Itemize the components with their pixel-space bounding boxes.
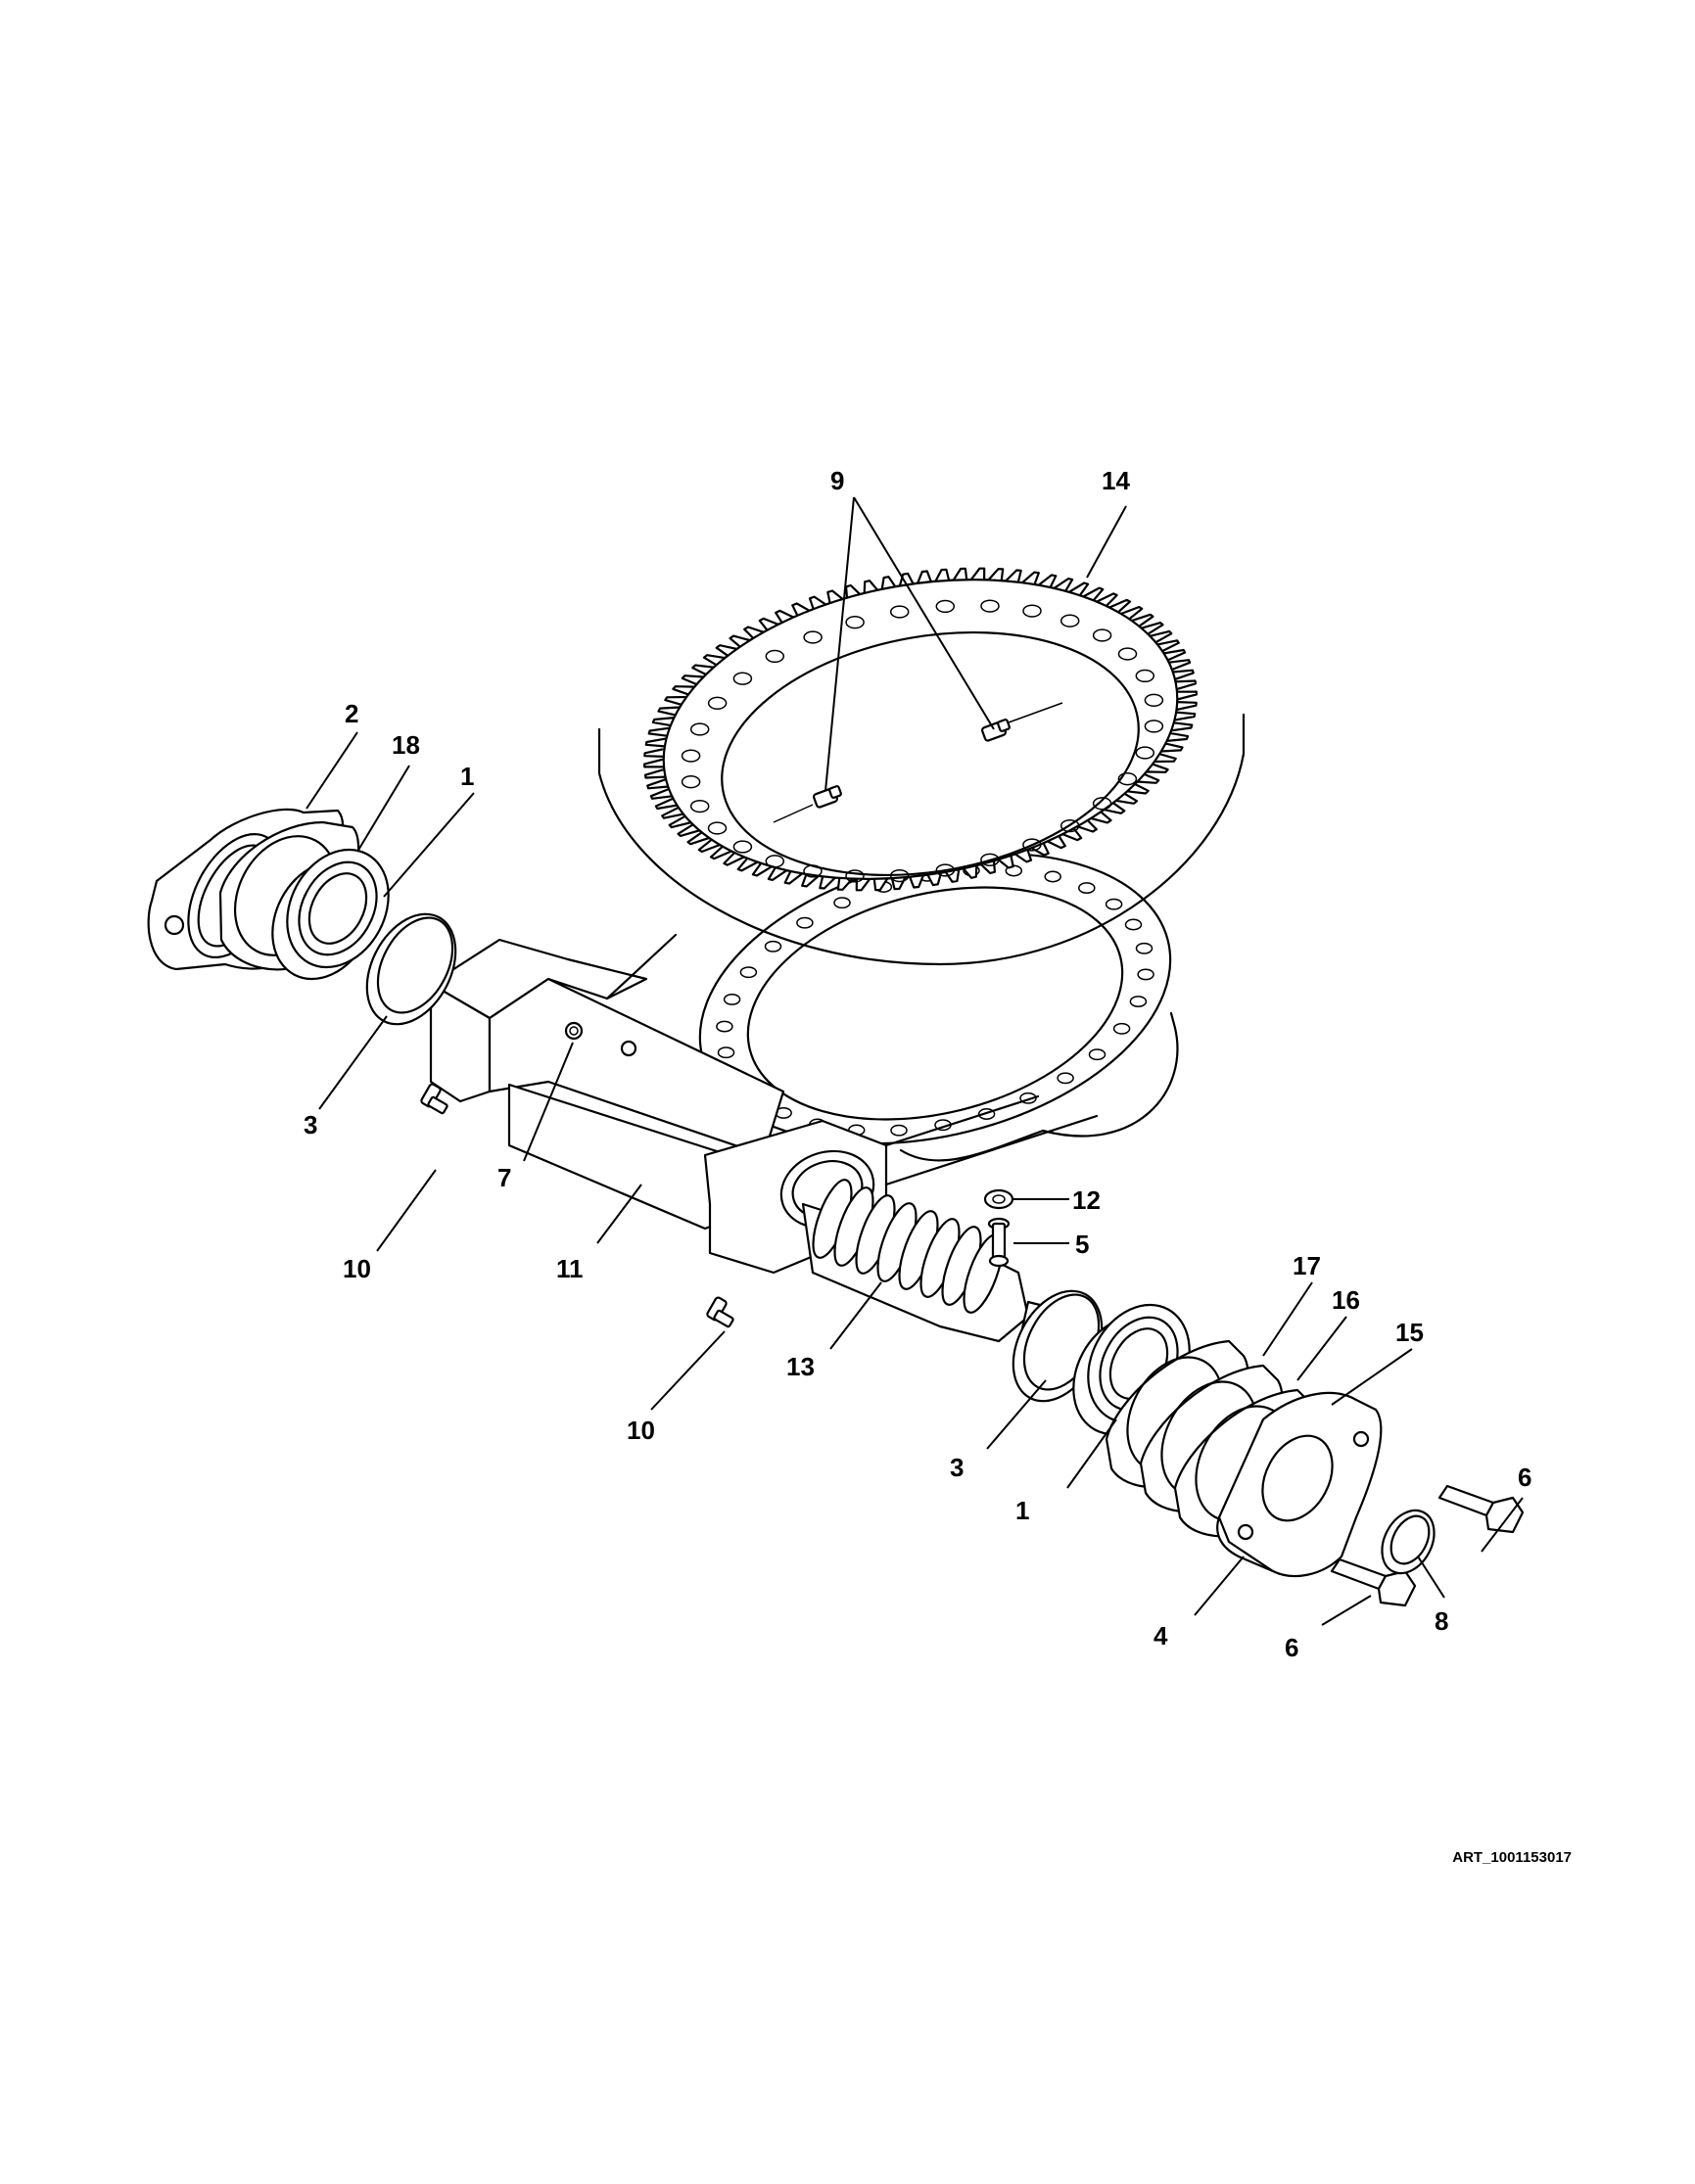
bolt-hole: [1117, 772, 1138, 786]
callout-16: 16: [1332, 1285, 1360, 1315]
bolt-hole: [1124, 918, 1143, 931]
grease-nipple-internal: [981, 702, 1063, 742]
bolt-hole: [890, 1124, 908, 1137]
bolt-hole: [980, 853, 1000, 866]
bolt-hole: [765, 855, 785, 868]
callout-3: 3: [304, 1110, 317, 1139]
bolt-hole: [1135, 942, 1154, 954]
bolt-hole: [889, 868, 910, 883]
bolt-hole: [716, 1020, 733, 1033]
bolt-hole: [739, 966, 758, 979]
bolt-hole: [803, 864, 823, 878]
bolt-hole: [1078, 882, 1096, 895]
leader-lines: [306, 496, 1524, 1626]
callout-17: 17: [1293, 1251, 1321, 1280]
bolt-hole: [1129, 996, 1148, 1008]
bolt-hole: [1059, 614, 1080, 627]
washer: [983, 1188, 1014, 1210]
bolt-hole: [732, 840, 753, 854]
bolt-hole: [796, 916, 814, 929]
bolt-hole: [1117, 647, 1138, 661]
bolt-hole: [1092, 628, 1112, 642]
bolt-hole: [1135, 669, 1155, 683]
callout-6: 6: [1518, 1463, 1531, 1492]
bolt-hole: [980, 599, 1000, 613]
bolt-hole: [1112, 1022, 1131, 1035]
callout-6: 6: [1285, 1633, 1298, 1662]
callout-8: 8: [1435, 1606, 1448, 1636]
callout-15: 15: [1395, 1318, 1424, 1347]
callout-2: 2: [345, 699, 358, 728]
callout-3: 3: [950, 1453, 964, 1482]
bolt-hole: [717, 1046, 735, 1059]
bolt-hole: [1105, 898, 1123, 910]
grease-fitting: [706, 1296, 734, 1328]
slew-bearing-lower-ring: [698, 852, 1179, 1162]
plug: [1381, 1509, 1436, 1575]
bolt-hole: [1059, 818, 1080, 833]
bolt-hole: [845, 616, 865, 629]
bolt-hole: [681, 775, 701, 789]
plug: [564, 1021, 584, 1041]
callout-18: 18: [392, 730, 420, 760]
grease-nipple-internal: [773, 785, 842, 823]
ring-gear: [597, 567, 1246, 966]
callout-13: 13: [786, 1352, 815, 1381]
callout-5: 5: [1075, 1230, 1089, 1259]
callout-11: 11: [556, 1254, 584, 1283]
bolt-hole: [935, 599, 956, 614]
bolt: [1437, 1484, 1525, 1534]
bolt-hole: [681, 749, 701, 763]
plug: [620, 1040, 637, 1057]
bolt-hole: [689, 722, 710, 736]
callout-10: 10: [343, 1254, 371, 1283]
callout-12: 12: [1072, 1185, 1101, 1215]
bolt-hole: [707, 696, 728, 710]
bolt-hole: [707, 821, 728, 835]
callout-14: 14: [1102, 466, 1130, 495]
pin: [987, 1217, 1011, 1268]
callout-1: 1: [1015, 1496, 1029, 1525]
callout-4: 4: [1154, 1621, 1168, 1650]
bolt-hole: [845, 869, 865, 883]
bolt-hole: [1137, 968, 1154, 981]
tapered-roller-bearing: [271, 848, 390, 981]
bolt-hole: [732, 672, 753, 685]
bolt-hole: [977, 1108, 996, 1120]
callout-7: 7: [497, 1163, 511, 1192]
bolt-hole: [1022, 604, 1042, 618]
bolt-hole: [1135, 746, 1155, 760]
grease-fitting: [420, 1083, 448, 1115]
bolt-hole: [764, 940, 782, 953]
callout-10: 10: [627, 1416, 655, 1445]
worm-housing: [429, 933, 1099, 1275]
bolt-hole: [803, 630, 823, 644]
bolt-hole: [935, 863, 956, 877]
bolt-hole: [833, 897, 851, 909]
bolt-hole: [689, 799, 710, 813]
bolt-hole: [1057, 1072, 1074, 1085]
callout-labels: 9 14 2 18 1 3 7 10 11 12 5 17 16 15 13 1…: [304, 466, 1531, 1662]
bolt-hole: [1092, 797, 1112, 811]
callout-1: 1: [460, 762, 474, 791]
bolt-hole: [1144, 693, 1164, 707]
bolt-hole: [1144, 720, 1164, 733]
bearing-cover: [1216, 1391, 1383, 1578]
bolt-hole: [765, 649, 785, 664]
bolt-hole: [1022, 838, 1042, 852]
bolt-hole: [1088, 1048, 1106, 1061]
bolt-hole: [723, 993, 741, 1005]
bolt-hole: [889, 605, 910, 619]
bolt-hole: [1044, 870, 1061, 883]
art-number: ART_1001153017: [1452, 1849, 1572, 1866]
callout-9: 9: [830, 466, 844, 495]
